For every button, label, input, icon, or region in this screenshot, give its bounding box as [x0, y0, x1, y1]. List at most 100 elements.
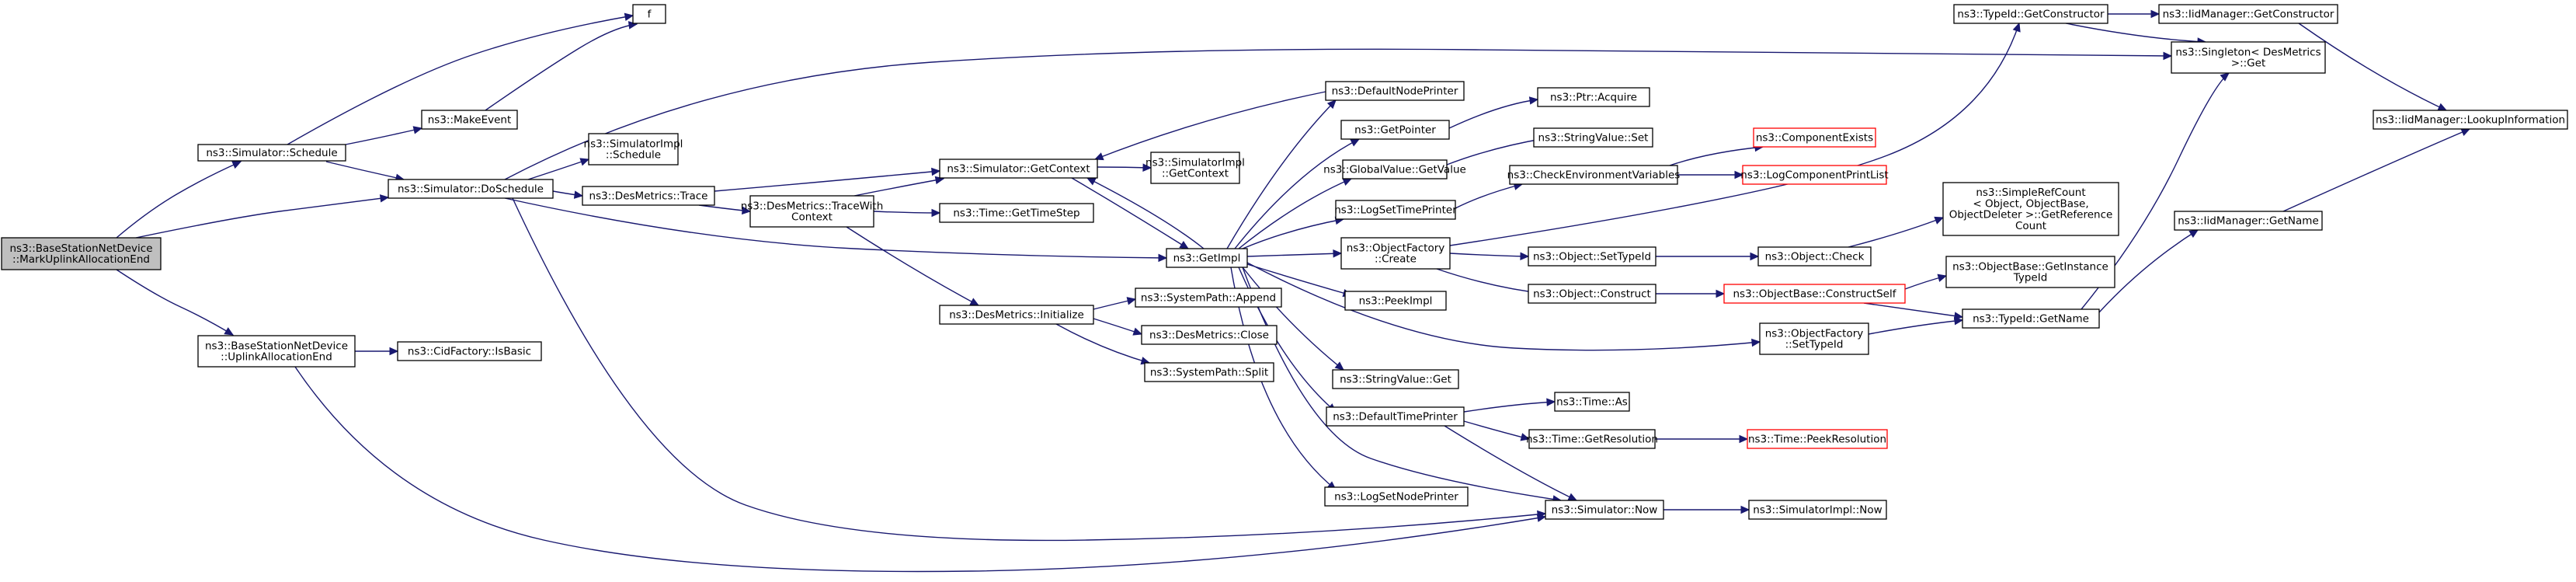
node-objsettypeid[interactable]: ns3::Object::SetTypeId [1528, 246, 1656, 267]
node-box [197, 335, 356, 368]
node-box [1135, 288, 1282, 308]
edge-ulend-to-simnow [294, 366, 1546, 573]
arrowhead-icon [624, 12, 634, 21]
node-objconstruct[interactable]: ns3::Object::Construct [1528, 284, 1656, 304]
node-timegetres[interactable]: ns3::Time::GetResolution [1526, 429, 1658, 449]
node-label: ::Schedule [606, 149, 661, 162]
node-singleton[interactable]: ns3::Singleton< DesMetrics >::Get [2171, 41, 2326, 74]
node-timepeekres[interactable]: ns3::Time::PeekResolution [1747, 429, 1888, 449]
node-objfactcreate[interactable]: ns3::ObjectFactory::Create [1340, 237, 1451, 270]
node-box [1723, 284, 1906, 304]
node-compexists[interactable]: ns3::ComponentExists [1753, 127, 1876, 148]
node-label: < Object, ObjectBase, [1973, 197, 2088, 210]
arrowhead-icon [2188, 229, 2199, 239]
node-iidgetctor[interactable]: ns3::IidManager::GetConstructor [2158, 4, 2338, 24]
node-objcheck[interactable]: ns3::Object::Check [1757, 246, 1872, 267]
node-defnodeprinter[interactable]: ns3::DefaultNodePrinter [1325, 81, 1465, 101]
edge-dosched-to-simnow [512, 197, 1546, 542]
node-simimplnow[interactable]: ns3::SimulatorImpl::Now [1748, 500, 1887, 520]
edge-checkenv-to-compexists [1669, 146, 1764, 166]
node-label: ns3::ObjectFactory [1765, 327, 1864, 340]
node-desclose[interactable]: ns3::DesMetrics::Close [1141, 325, 1278, 345]
node-makeevent[interactable]: ns3::MakeEvent [421, 110, 518, 130]
node-destrace[interactable]: ns3::DesMetrics::Trace [582, 186, 715, 206]
node-syspathsplit[interactable]: ns3::SystemPath::Split [1144, 362, 1274, 382]
node-typeidgetname[interactable]: ns3::TypeId::GetName [1962, 308, 2100, 329]
arrowhead-icon [2150, 9, 2161, 19]
arrowhead-icon [741, 206, 752, 215]
node-strvalset[interactable]: ns3::StringValue::Set [1533, 127, 1653, 148]
node-f[interactable]: f [632, 4, 666, 24]
node-logcompprintlist[interactable]: ns3::LogComponentPrintList [1740, 165, 1889, 185]
edge-destracectx-to-desinit [846, 226, 979, 306]
node-getpointer[interactable]: ns3::GetPointer [1340, 120, 1450, 140]
node-box [1528, 284, 1656, 304]
node-box [1533, 127, 1653, 148]
node-simplerefcount[interactable]: ns3::SimpleRefCount< Object, ObjectBase,… [1942, 182, 2119, 236]
edge-iidgetname-to-iidlookup [2282, 128, 2470, 212]
node-label: ns3::DefaultTimePrinter [1333, 411, 1458, 423]
node-logsettimeprinter[interactable]: ns3::LogSetTimePrinter [1334, 200, 1457, 220]
edge-getimpl-to-getpointer [1234, 138, 1360, 249]
node-checkenv[interactable]: ns3::CheckEnvironmentVariables [1507, 165, 1681, 185]
node-box [939, 203, 1094, 223]
node-box [1340, 237, 1451, 270]
node-deftimeprinter[interactable]: ns3::DefaultTimePrinter [1326, 406, 1465, 427]
node-root[interactable]: ns3::BaseStationNetDevice::MarkUplinkAll… [1, 237, 162, 270]
node-gettimestep[interactable]: ns3::Time::GetTimeStep [939, 203, 1094, 223]
edge-objcheck-to-simplerefcount [1848, 217, 1944, 248]
node-iidgetname[interactable]: ns3::IidManager::GetName [2174, 211, 2323, 231]
node-objfactsettypeid[interactable]: ns3::ObjectFactory::SetTypeId [1759, 322, 1869, 355]
arrowhead-icon [1342, 178, 1353, 186]
node-label: ns3::ComponentExists [1756, 132, 1873, 145]
node-objbaseconstructself[interactable]: ns3::ObjectBase::ConstructSelf [1723, 284, 1906, 304]
node-label: ns3::StringValue::Set [1538, 132, 1649, 145]
arrowhead-icon [1093, 152, 1104, 161]
node-label: ns3::LogSetNodePrinter [1334, 491, 1458, 504]
edge-getimpl-to-objfactcreate [1246, 253, 1342, 257]
node-label: ns3::Time::GetTimeStep [953, 207, 1079, 220]
node-label: ns3::Simulator::Now [1552, 504, 1658, 517]
node-ulend[interactable]: ns3::BaseStationNetDevice::UplinkAllocat… [197, 335, 356, 368]
node-box [1141, 325, 1278, 345]
node-strvalget[interactable]: ns3::StringValue::Get [1332, 369, 1459, 389]
node-label: ::Create [1375, 253, 1417, 266]
arrowhead-icon [231, 161, 242, 169]
node-label: ns3::TypeId::GetName [1973, 313, 2089, 326]
node-lognodeprinter[interactable]: ns3::LogSetNodePrinter [1324, 486, 1469, 507]
edge-desinit-to-syspathsplit [1055, 323, 1150, 364]
node-gvgetvalue[interactable]: ns3::GlobalValue::GetValue [1323, 159, 1466, 179]
node-syspathappend[interactable]: ns3::SystemPath::Append [1135, 288, 1282, 308]
arrowhead-icon [1953, 312, 1964, 320]
edge-getimpl-to-peekimpl [1246, 263, 1352, 296]
node-cidisbasic[interactable]: ns3::CidFactory::IsBasic [397, 341, 542, 361]
node-dosched[interactable]: ns3::Simulator::DoSchedule [388, 179, 554, 199]
node-simimplgetctx[interactable]: ns3::SimulatorImpl::GetContext [1145, 152, 1245, 184]
node-simnow[interactable]: ns3::Simulator::Now [1545, 500, 1664, 520]
edge-getimpl-to-logsettimeprinter [1242, 218, 1344, 249]
node-getimpl[interactable]: ns3::GetImpl [1166, 248, 1248, 268]
node-timeas[interactable]: ns3::Time::As [1554, 392, 1630, 412]
node-box [2174, 211, 2323, 231]
node-box [939, 159, 1098, 179]
node-label: ns3::IidManager::GetConstructor [2163, 9, 2334, 21]
node-schedule[interactable]: ns3::Simulator::Schedule [197, 144, 346, 162]
node-peekimpl[interactable]: ns3::PeekImpl [1344, 291, 1447, 311]
node-box [2158, 4, 2338, 24]
node-typeidgetctor[interactable]: ns3::TypeId::GetConstructor [1953, 4, 2108, 24]
node-simimplsched[interactable]: ns3::SimulatorImpl::Schedule [584, 133, 683, 166]
node-ptracquire[interactable]: ns3::Ptr::Acquire [1537, 87, 1650, 107]
node-desinit[interactable]: ns3::DesMetrics::Initialize [939, 305, 1094, 325]
node-label: TypeId [2013, 272, 2048, 284]
node-label: ::UplinkAllocationEnd [221, 351, 332, 364]
node-getctx[interactable]: ns3::Simulator::GetContext [939, 159, 1098, 179]
node-label: ::MarkUplinkAllocationEnd [12, 253, 150, 266]
edge-makeevent-to-f [485, 23, 638, 111]
arrowhead-icon [1536, 514, 1547, 522]
node-iidlookup[interactable]: ns3::IidManager::LookupInformation [2373, 110, 2568, 130]
arrowhead-icon [1520, 252, 1530, 261]
edge-destracectx-to-getctx [853, 178, 944, 197]
